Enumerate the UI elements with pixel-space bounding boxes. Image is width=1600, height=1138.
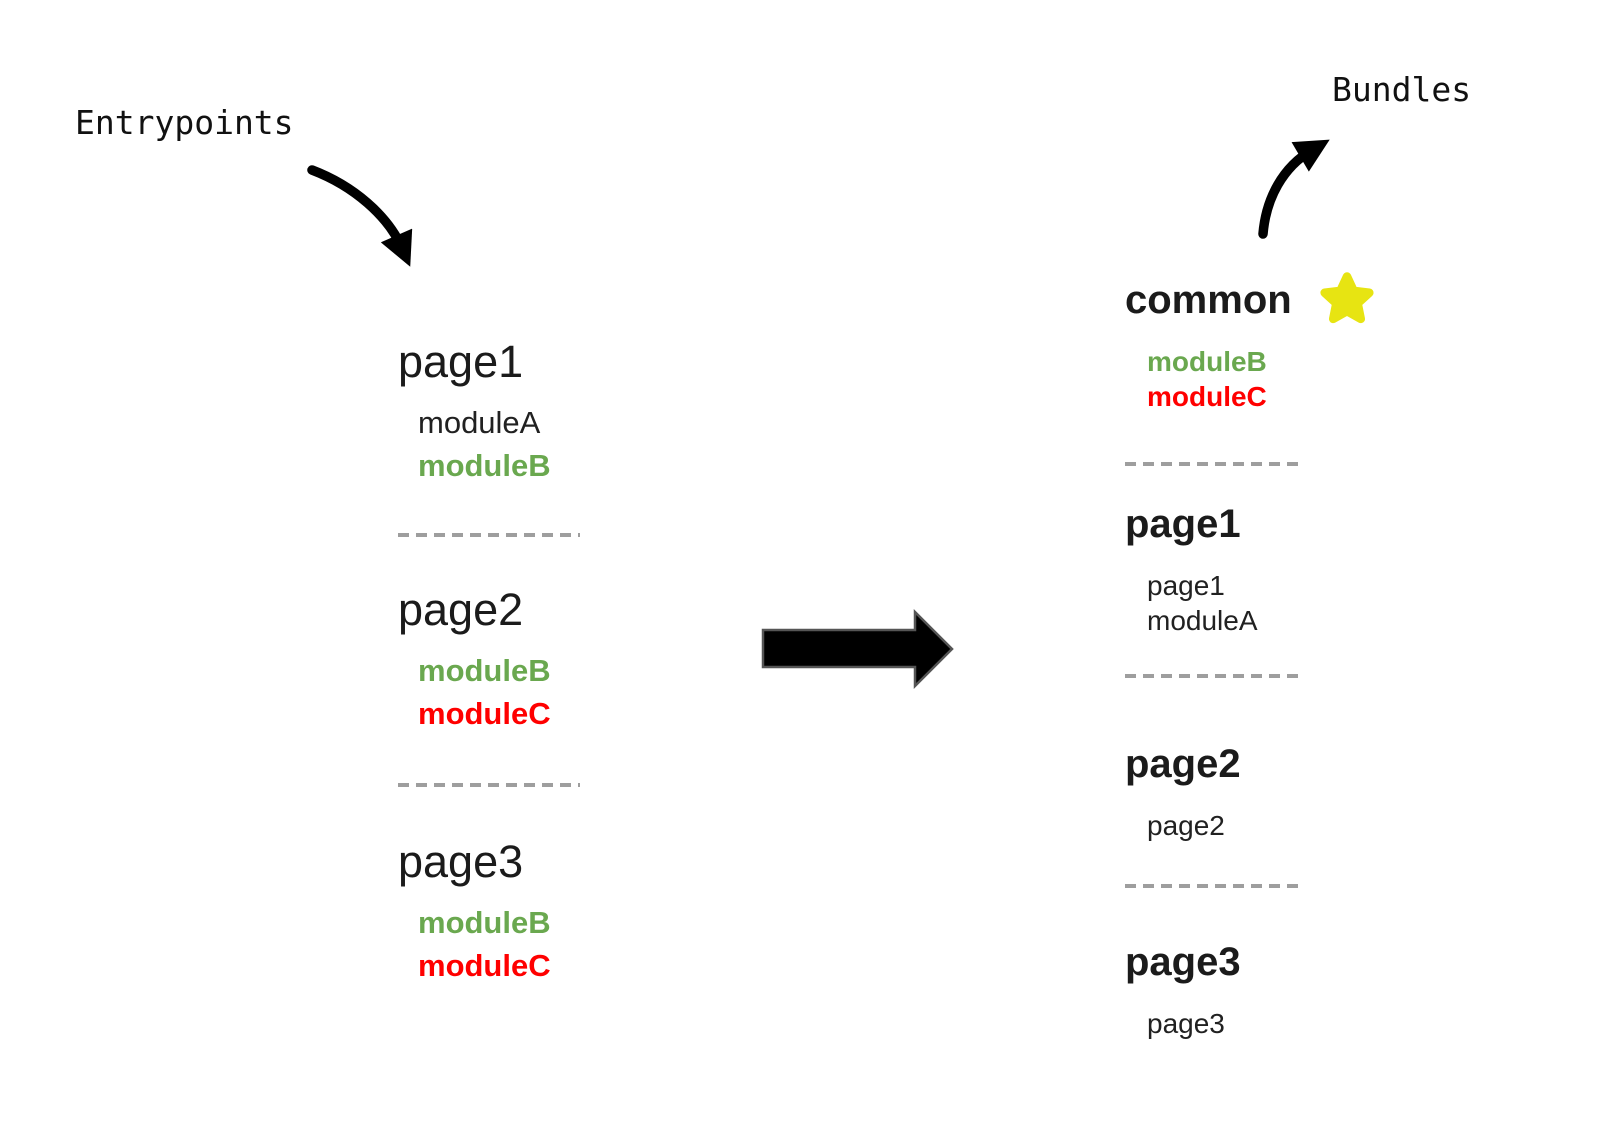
module-item: moduleB bbox=[1147, 346, 1267, 377]
module-item: moduleC bbox=[418, 696, 551, 732]
module-item: moduleB bbox=[418, 905, 551, 941]
bundle-title: common bbox=[1125, 278, 1292, 322]
module-list: moduleB moduleC bbox=[418, 901, 551, 987]
entrypoint-section-page3: page3 moduleB moduleC bbox=[398, 838, 551, 987]
module-item: moduleC bbox=[1147, 381, 1267, 412]
bundle-section-page3: page3 page3 bbox=[1125, 940, 1241, 1041]
entrypoint-section-page1: page1 moduleA moduleB bbox=[398, 338, 551, 487]
bundle-section-page1: page1 page1 moduleA bbox=[1125, 502, 1258, 638]
module-list: page3 bbox=[1147, 1006, 1241, 1041]
entrypoint-title: page1 bbox=[398, 336, 524, 387]
module-item: page2 bbox=[1147, 810, 1225, 841]
entrypoint-title: page3 bbox=[398, 836, 524, 887]
entrypoint-section-page2: page2 moduleB moduleC bbox=[398, 586, 551, 735]
bundles-label: Bundles bbox=[1332, 70, 1472, 109]
bundle-title: page1 bbox=[1125, 502, 1241, 546]
module-item: moduleC bbox=[418, 948, 551, 984]
bundle-title: page2 bbox=[1125, 742, 1241, 786]
divider bbox=[1125, 462, 1303, 466]
bundles-curved-arrow-icon bbox=[1258, 139, 1330, 239]
entrypoints-curved-arrow-icon bbox=[307, 165, 413, 267]
bundle-section-page2: page2 page2 bbox=[1125, 742, 1241, 843]
module-item: page1 bbox=[1147, 570, 1225, 601]
entrypoint-title: page2 bbox=[398, 584, 524, 635]
divider bbox=[1125, 674, 1303, 678]
module-list: moduleA moduleB bbox=[418, 401, 551, 487]
bundle-section-common: common moduleB moduleC bbox=[1125, 278, 1292, 414]
divider bbox=[398, 783, 580, 787]
divider bbox=[1125, 884, 1303, 888]
transform-block-arrow-icon bbox=[761, 608, 954, 690]
divider bbox=[398, 533, 580, 537]
module-item: moduleB bbox=[418, 653, 551, 689]
module-list: page1 moduleA bbox=[1147, 568, 1258, 638]
entrypoints-label: Entrypoints bbox=[75, 103, 294, 142]
module-list: page2 bbox=[1147, 808, 1241, 843]
module-item: moduleB bbox=[418, 448, 551, 484]
star-icon bbox=[1320, 272, 1374, 324]
module-item: moduleA bbox=[1147, 605, 1258, 636]
module-list: moduleB moduleC bbox=[418, 649, 551, 735]
module-list: moduleB moduleC bbox=[1147, 344, 1292, 414]
module-item: page3 bbox=[1147, 1008, 1225, 1039]
module-item: moduleA bbox=[418, 405, 541, 441]
bundle-title: page3 bbox=[1125, 940, 1241, 984]
